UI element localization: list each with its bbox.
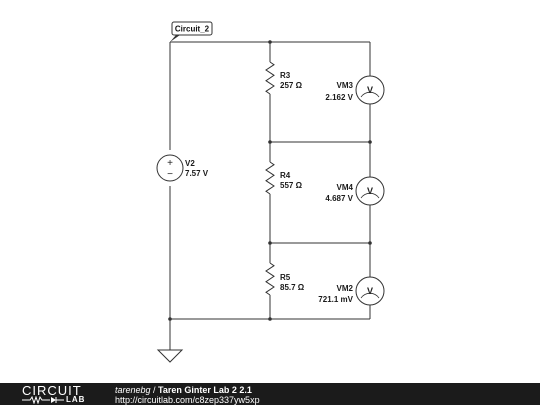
voltmeter-icon <box>355 176 385 206</box>
voltmeter-icon <box>355 276 385 306</box>
source-value: 7.57 V <box>185 169 209 178</box>
source-plus-sign: + <box>167 158 173 169</box>
resistor-r3-name: R3 <box>280 71 291 80</box>
logo-wordmark-bottom: LAB <box>66 395 86 404</box>
junction-node <box>268 317 272 321</box>
meter-scale-arc <box>360 192 380 199</box>
junction-node <box>368 140 372 144</box>
author-name[interactable]: tarenebg <box>115 385 151 395</box>
meter-scale-arc <box>360 292 380 299</box>
resistors <box>265 61 275 296</box>
circuit-url[interactable]: http://circuitlab.com/c8zep337yw5xp <box>115 395 260 405</box>
circuitlab-logo[interactable]: CIRCUIT LAB <box>22 384 92 404</box>
resistor-r5-symbol <box>265 262 275 296</box>
resistor-r3-value: 257 Ω <box>280 81 303 90</box>
net-label-circuit-2[interactable]: Circuit_2 <box>170 21 213 42</box>
resistor-r5-value: 85.7 Ω <box>280 283 305 292</box>
net-label-text: Circuit_2 <box>175 25 210 34</box>
circuit-title[interactable]: Taren Ginter Lab 2 2.1 <box>158 385 252 395</box>
logo-circuit-symbol-icon <box>22 396 64 404</box>
resistor-r5-name: R5 <box>280 273 291 282</box>
source-minus-sign: − <box>167 169 173 180</box>
schematic-canvas: + − V2 7.57 V Circuit_2 R3 257 Ω R4 557 … <box>156 21 385 363</box>
logo-wordmark-top: CIRCUIT <box>22 383 82 398</box>
voltmeter-symbol: V <box>367 286 373 296</box>
resistor-r4-value: 557 Ω <box>280 181 303 190</box>
voltmeter-symbol: V <box>367 186 373 196</box>
voltage-source-v2[interactable]: + − <box>156 154 184 182</box>
voltmeter-vm2-value: 721.1 mV <box>318 295 353 304</box>
voltmeter-icon <box>355 75 385 105</box>
meter-scale-arc <box>360 91 380 98</box>
voltmeter-symbol: V <box>367 85 373 95</box>
ground-icon <box>156 349 184 363</box>
net-label-box <box>171 21 213 36</box>
voltmeter-vm3-name: VM3 <box>337 81 354 90</box>
resistor-r4-symbol <box>265 161 275 195</box>
voltage-source-icon <box>156 154 184 182</box>
net-label-pointer <box>170 35 180 42</box>
junction-node <box>268 40 272 44</box>
voltmeter-vm4-name: VM4 <box>337 183 354 192</box>
junction-node <box>268 140 272 144</box>
junction-node <box>268 241 272 245</box>
voltmeter-vm4[interactable]: V <box>355 176 385 206</box>
junction-node <box>168 317 172 321</box>
voltmeter-vm2-name: VM2 <box>337 284 354 293</box>
wires <box>169 41 371 350</box>
junction-nodes <box>168 40 372 321</box>
footer-bar: CIRCUIT LAB tarenebg / Taren Ginter Lab … <box>0 383 540 405</box>
source-name: V2 <box>185 159 195 168</box>
credit-line: tarenebg / Taren Ginter Lab 2 2.1 <box>115 385 252 395</box>
junction-node <box>368 241 372 245</box>
voltmeter-vm4-value: 4.687 V <box>325 194 353 203</box>
credit-separator: / <box>150 385 159 395</box>
resistor-r4-name: R4 <box>280 171 291 180</box>
voltmeter-vm3[interactable]: V <box>355 75 385 105</box>
voltmeter-vm2[interactable]: V <box>355 276 385 306</box>
resistor-r3-symbol <box>265 61 275 95</box>
voltmeter-vm3-value: 2.162 V <box>325 93 353 102</box>
